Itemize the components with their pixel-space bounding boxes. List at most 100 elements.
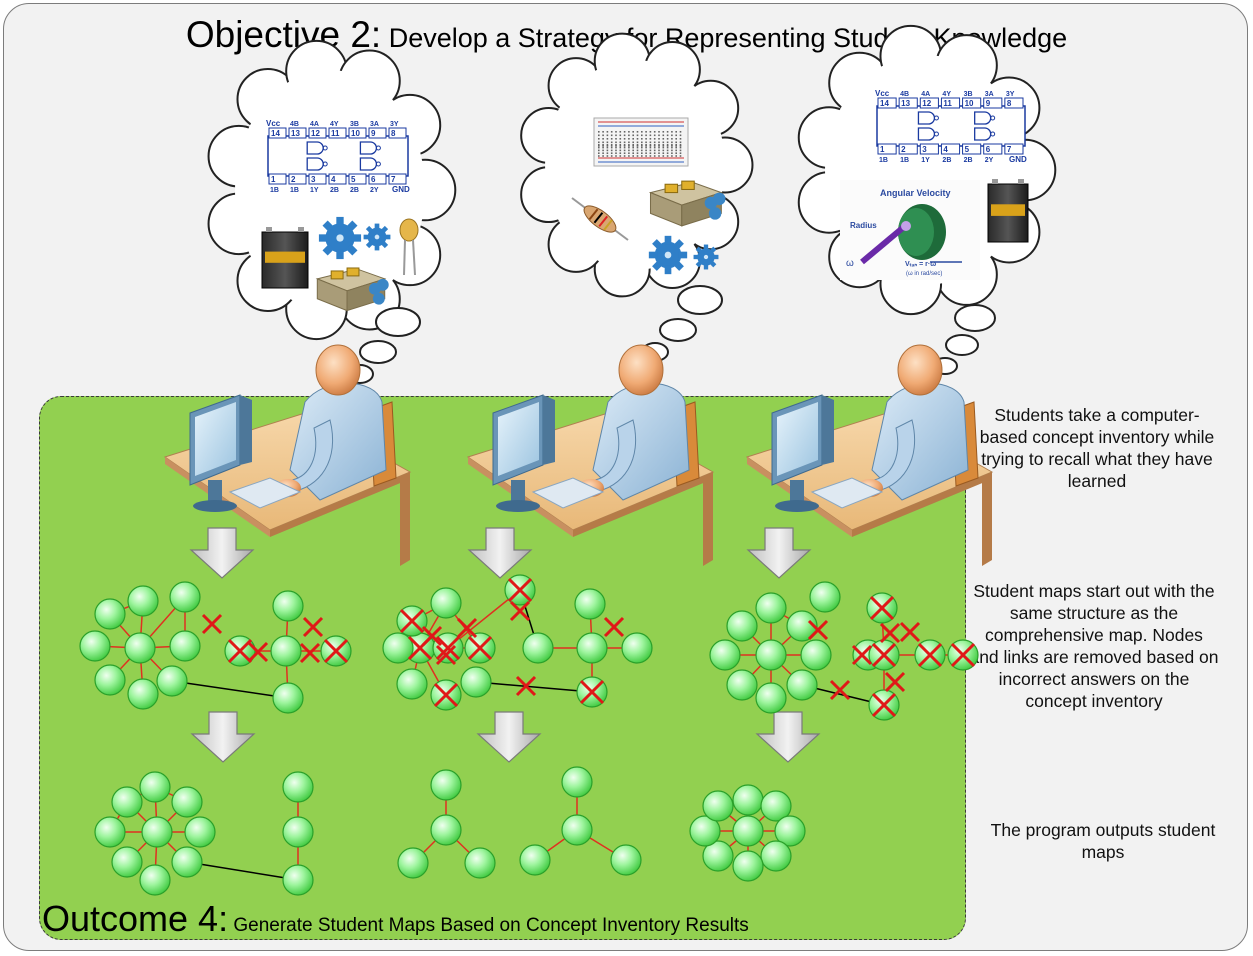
breadboard-hole: [623, 152, 626, 154]
chip-pin-number: 12: [311, 129, 320, 138]
chip-pin: [1004, 143, 1024, 155]
concept-node: [94, 664, 126, 696]
breadboard-hole: [598, 144, 600, 146]
monitor-stand: [790, 480, 804, 502]
breadboard-hole: [619, 131, 622, 133]
concept-node: [800, 639, 832, 671]
breadboard-hole: [649, 149, 652, 152]
breadboard-hole: [675, 138, 677, 140]
breadboard-hole: [632, 141, 634, 144]
concept-node: [709, 639, 741, 671]
breadboard-hole: [628, 138, 630, 140]
nand-bubble: [990, 131, 996, 137]
battery-left: [261, 227, 309, 289]
breadboard-hole: [628, 149, 630, 152]
concept-node: [610, 844, 642, 876]
chip-vcc-label: Vcc: [875, 89, 890, 98]
arrow-down-icon: [467, 527, 533, 579]
concept-node: [430, 814, 462, 846]
breadboard-hole: [662, 152, 665, 154]
removal-x: [869, 595, 895, 621]
chip-pin-name: 4Y: [942, 91, 951, 98]
breadboard-hole: [619, 134, 622, 137]
breadboard: [593, 117, 689, 167]
concept-node: [184, 816, 216, 848]
concept-node: [111, 846, 143, 878]
chip-pin-number: 13: [901, 99, 910, 108]
nand-bubble: [933, 131, 939, 137]
breadboard-hole: [679, 134, 682, 137]
breadboard-hole: [671, 145, 673, 147]
breadboard-hole: [641, 149, 643, 152]
chip-pin-name: 2Y: [370, 187, 379, 194]
resistor-band: [603, 219, 613, 231]
breadboard-hole: [671, 141, 673, 144]
breadboard-hole: [615, 144, 617, 146]
chip-pin-name: 1Y: [310, 187, 319, 194]
breadboard-hole: [623, 155, 626, 157]
chip-pin-name: 4B: [900, 91, 909, 98]
breadboard-hole: [606, 155, 609, 157]
student-map-middle-with-removals: [382, 574, 653, 711]
chip-pin: [940, 143, 961, 155]
breadboard-hole: [602, 149, 604, 152]
resistor-band: [593, 212, 604, 224]
breadboard-hole: [598, 131, 600, 133]
concept-node: [382, 632, 414, 664]
chip-pin-number: 5: [965, 145, 970, 154]
breadboard-hole: [666, 141, 669, 144]
breadboard-hole: [636, 134, 639, 137]
removal-x: [579, 679, 605, 705]
chip-pin: [983, 143, 1003, 155]
concept-node: [621, 632, 653, 664]
concept-node: [282, 771, 314, 803]
arrow-down-icon: [746, 527, 812, 579]
removal-x: [899, 621, 921, 643]
breadboard-hole: [615, 146, 617, 149]
battery-band: [265, 251, 305, 263]
monitor-base: [775, 500, 819, 512]
chip-pin-number: 12: [922, 99, 931, 108]
breadboard-hole: [658, 141, 660, 144]
breadboard-hole: [666, 138, 669, 140]
desk-leg: [703, 473, 713, 566]
breadboard-hole: [619, 145, 622, 147]
breadboard-hole: [623, 134, 626, 137]
breadboard-hole: [623, 138, 626, 140]
breadboard-hole: [619, 149, 622, 152]
side-note-output: The program outputs student maps: [990, 820, 1216, 862]
breadboard-hole: [671, 131, 673, 133]
breadboard-hole: [632, 134, 634, 137]
breadboard-hole: [606, 141, 609, 144]
keyboard: [531, 477, 605, 509]
breadboard-hole: [675, 152, 677, 154]
rotating-disk-face: [898, 208, 934, 256]
concept-node: [464, 847, 496, 879]
concept-node: [169, 630, 201, 662]
breadboard-hole: [645, 155, 647, 157]
breadboard-hole: [636, 146, 639, 149]
breadboard-hole: [623, 131, 626, 133]
omega-label: ω: [846, 258, 854, 269]
breadboard-hole: [662, 145, 665, 147]
nand-bubble: [375, 145, 381, 151]
student-head: [618, 344, 664, 396]
concept-node: [139, 771, 171, 803]
breadboard-hole: [666, 149, 669, 152]
chip-pin-name: 2B: [964, 157, 973, 164]
breadboard-hole: [628, 146, 630, 149]
concept-node: [270, 635, 302, 667]
nand-bubble: [933, 115, 939, 121]
breadboard-hole: [602, 152, 604, 154]
breadboard-hole: [653, 138, 656, 140]
concept-node: [561, 814, 593, 846]
breadboard-hole: [649, 138, 652, 140]
side-note-inventory: Students take a computer-based concept i…: [979, 405, 1215, 491]
breadboard-hole: [645, 131, 647, 133]
monitor-stand: [208, 480, 222, 502]
breadboard-hole: [610, 149, 613, 152]
chip-pin-number: 14: [880, 99, 889, 108]
resistor: [571, 197, 629, 241]
breadboard-hole: [598, 146, 600, 149]
chip-pin: [1004, 97, 1024, 109]
